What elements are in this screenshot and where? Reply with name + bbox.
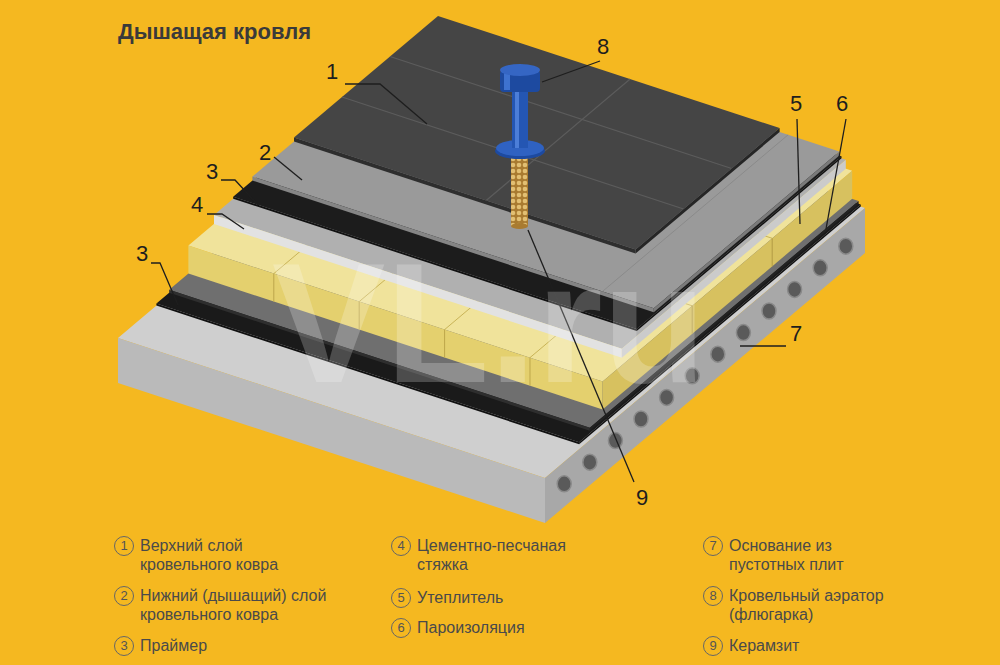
- hollow-core-slab: [583, 454, 597, 470]
- insulation-layer: [444, 330, 445, 358]
- hollow-core-slab: [762, 303, 776, 319]
- callout-number: 2: [259, 141, 271, 165]
- insulation-layer: [692, 306, 693, 334]
- top-roofing-layer: [294, 16, 780, 250]
- callout-number: 5: [790, 92, 802, 116]
- leader-lines: [797, 119, 800, 224]
- hollow-core-slab: [660, 389, 674, 405]
- hollow-core-slab: [839, 238, 853, 254]
- leader-lines: [528, 230, 634, 482]
- hollow-core-slab: [634, 411, 648, 427]
- roof-aerator: [495, 64, 545, 159]
- leader-lines: [151, 263, 178, 305]
- legend-number: 2: [114, 586, 134, 606]
- expanded-clay-column: [511, 150, 528, 226]
- callout-number: 3: [206, 160, 218, 184]
- hollow-core-slab: [557, 476, 571, 492]
- callout-number: 3: [136, 242, 148, 266]
- callout-number: 9: [636, 486, 648, 510]
- legend-number: 8: [703, 586, 723, 606]
- hollow-core-slab: [788, 281, 802, 297]
- callout-number: 4: [191, 193, 203, 217]
- insulation-layer: [530, 358, 531, 386]
- hollow-core-slab: [736, 325, 750, 341]
- leader-lines: [542, 61, 600, 82]
- insulation-layer: [772, 238, 773, 266]
- callout-number: 7: [790, 322, 802, 346]
- leader-lines: [151, 61, 846, 482]
- legend-text: Керамзит: [729, 636, 929, 655]
- legend-number: 5: [391, 588, 411, 608]
- legend-text: Верхний слой кровельного ковра: [140, 536, 310, 574]
- top-roofing-layer: [636, 128, 780, 254]
- hollow-core-slab: [685, 368, 699, 384]
- callout-number: 8: [597, 35, 609, 59]
- legend-text: Нижний (дышащий) слой кровельного ковра: [140, 586, 340, 624]
- leader-lines: [221, 180, 258, 205]
- roof-aerator: [500, 64, 540, 76]
- top-roofing-layer: [486, 79, 630, 201]
- expanded-clay-column: [511, 150, 528, 229]
- legend-number: 3: [114, 636, 134, 656]
- watermark: VL.ru: [272, 238, 706, 408]
- top-roofing-layer: [294, 16, 780, 254]
- legend-text: Праймер: [140, 636, 340, 655]
- top-roofing-layer: [294, 138, 636, 254]
- legend-number: 6: [391, 618, 411, 638]
- insulation-layer: [359, 302, 360, 330]
- leader-lines: [207, 214, 244, 229]
- legend-number: 4: [391, 536, 411, 556]
- expanded-clay-column: [511, 223, 528, 229]
- legend-number: 1: [114, 536, 134, 556]
- hollow-core-slab: [813, 260, 827, 276]
- legend-text: Кровельный аэратор (флюгарка): [729, 586, 899, 624]
- leader-lines: [740, 345, 786, 346]
- legend-text: Утеплитель: [417, 588, 617, 607]
- roof-aerator: [515, 86, 519, 148]
- legend-text: Пароизоляция: [417, 618, 617, 637]
- hollow-core-slab: [608, 433, 622, 449]
- legend-number: 9: [703, 636, 723, 656]
- leader-lines: [274, 157, 302, 180]
- insulation-layer: [273, 274, 274, 302]
- leader-lines: [826, 119, 846, 229]
- legend-text: Основание из пустотных плит: [729, 536, 864, 574]
- leader-lines: [345, 84, 427, 124]
- roof-aerator: [512, 86, 528, 148]
- top-roofing-layer: [294, 16, 780, 250]
- legend-text: Цементно-песчаная стяжка: [417, 536, 592, 574]
- callout-number: 6: [836, 92, 848, 116]
- top-roofing-layer: [390, 56, 732, 168]
- diagram-title: Дышащая кровля: [118, 20, 311, 44]
- hollow-core-slab: [711, 346, 725, 362]
- callout-number: 1: [326, 60, 338, 84]
- legend-number: 7: [703, 536, 723, 556]
